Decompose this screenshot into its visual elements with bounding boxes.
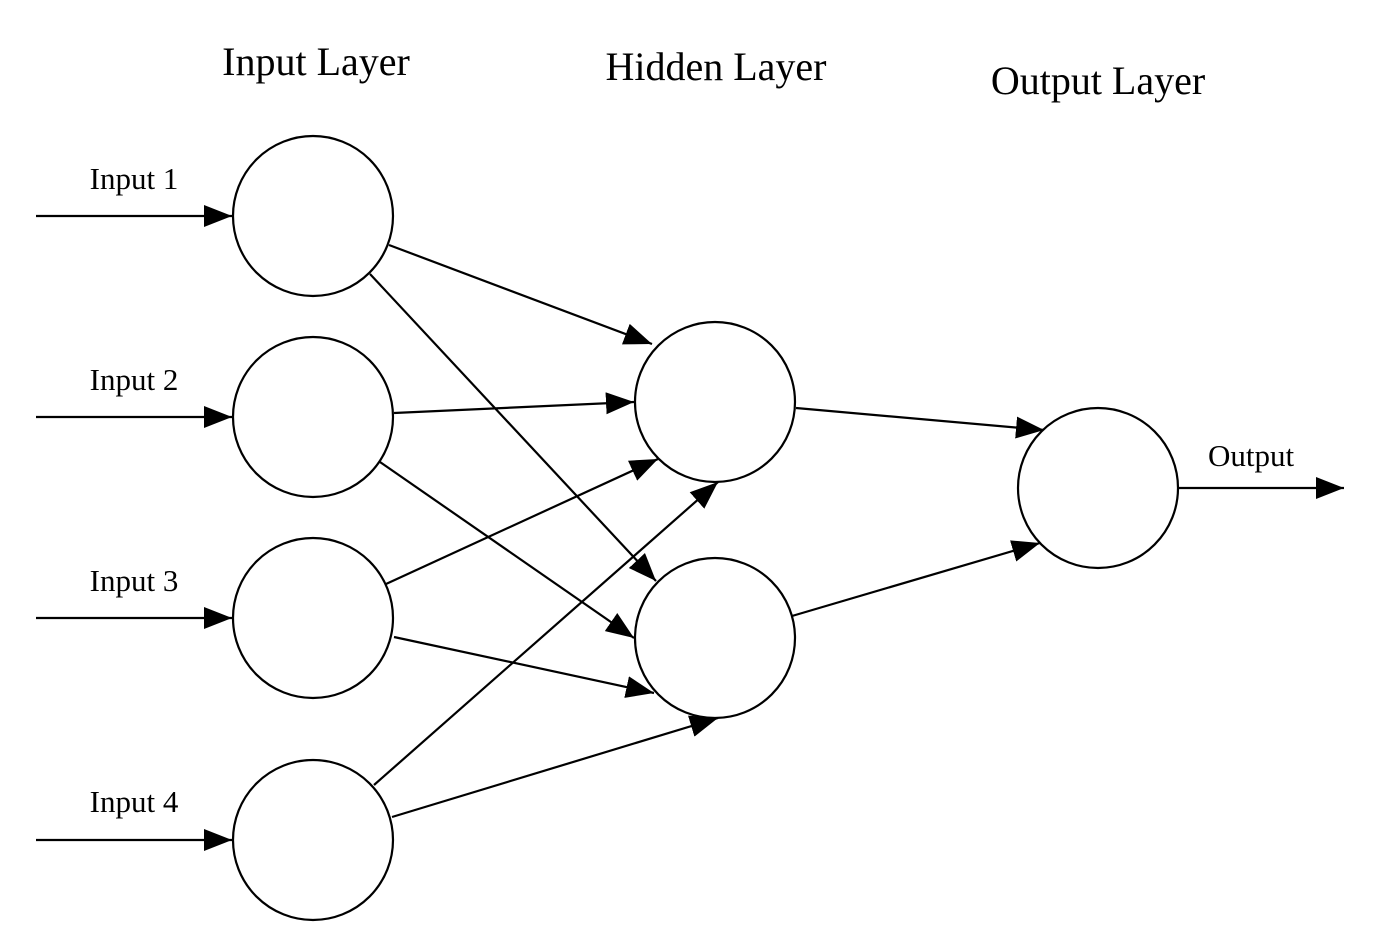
edge-i3-h2 xyxy=(393,635,655,698)
input-label-4: Input 4 xyxy=(90,784,179,819)
output-label: Output xyxy=(1208,438,1295,473)
edge-i1-h2 xyxy=(369,273,657,582)
input-node-2 xyxy=(231,335,395,499)
edge-i2-h1 xyxy=(393,392,635,415)
edge-i4-h1 xyxy=(373,481,719,786)
layer-title-output: Output Layer xyxy=(991,58,1205,103)
layer-title-input: Input Layer xyxy=(222,39,410,84)
output-node xyxy=(1016,406,1180,570)
edge-i4-h2 xyxy=(391,715,719,819)
input-label-1: Input 1 xyxy=(90,161,179,196)
edge-h1-o xyxy=(795,406,1045,439)
edge-i1-h1 xyxy=(388,243,653,346)
edge-h2-o xyxy=(791,540,1041,618)
input-node-3 xyxy=(231,536,395,700)
hidden-node-2 xyxy=(633,556,797,720)
input-label-3: Input 3 xyxy=(90,563,179,598)
layer-title-hidden: Hidden Layer xyxy=(605,44,826,89)
input-node-1 xyxy=(231,134,395,298)
hidden-node-1 xyxy=(633,320,797,484)
input-node-4 xyxy=(231,758,395,922)
edge-i3-h1 xyxy=(385,458,659,585)
input-label-2: Input 2 xyxy=(90,362,179,397)
edge-i2-h2 xyxy=(379,461,635,639)
